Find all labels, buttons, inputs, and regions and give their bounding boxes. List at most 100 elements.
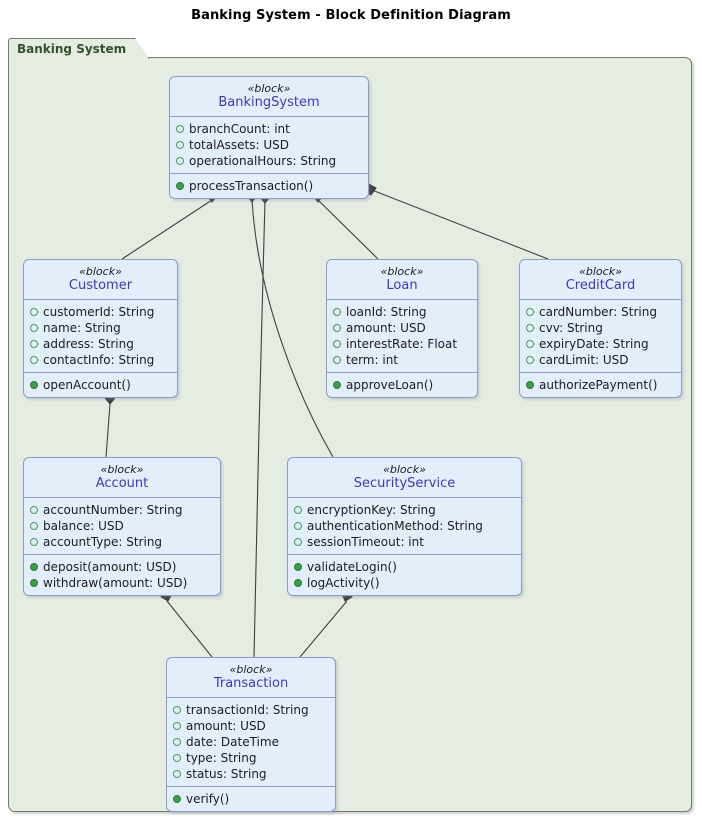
operation-marker-icon: [333, 381, 341, 389]
block-attribute: balance: USD: [30, 518, 214, 534]
attribute-label: interestRate: Float: [346, 337, 458, 351]
block-attributes: cardNumber: String cvv: String expiryDat…: [520, 300, 681, 373]
block-attribute: amount: USD: [333, 320, 471, 336]
block-customer[interactable]: «block» Customer customerId: String name…: [23, 259, 178, 398]
block-stereotype: «block»: [229, 663, 273, 676]
block-header: «block» CreditCard: [520, 260, 681, 300]
block-stereotype: «block»: [380, 265, 424, 278]
block-stereotype: «block»: [579, 265, 622, 278]
attribute-marker-icon: [173, 722, 181, 730]
attribute-label: cardLimit: USD: [539, 353, 629, 367]
attribute-label: customerId: String: [43, 305, 155, 319]
block-attribute: name: String: [30, 320, 171, 336]
operation-label: logActivity(): [307, 576, 380, 590]
attribute-label: authenticationMethod: String: [307, 519, 483, 533]
block-attribute: cardLimit: USD: [526, 352, 675, 368]
attribute-marker-icon: [176, 157, 184, 165]
block-header: «block» Account: [24, 458, 220, 498]
block-name: BankingSystem: [218, 95, 320, 110]
block-header: «block» Customer: [24, 260, 177, 300]
block-transaction[interactable]: «block» Transaction transactionId: Strin…: [166, 657, 336, 812]
attribute-marker-icon: [333, 356, 341, 364]
block-operation: openAccount(): [30, 377, 171, 393]
attribute-marker-icon: [30, 356, 38, 364]
block-attribute: cvv: String: [526, 320, 675, 336]
block-operation: verify(): [173, 791, 329, 807]
block-bankingsystem[interactable]: «block» BankingSystem branchCount: int t…: [169, 76, 369, 199]
operation-marker-icon: [294, 579, 302, 587]
attribute-marker-icon: [176, 141, 184, 149]
attribute-label: totalAssets: USD: [189, 138, 289, 152]
block-operation: processTransaction(): [176, 178, 362, 194]
attribute-label: accountType: String: [43, 535, 163, 549]
block-securityservice[interactable]: «block» SecurityService encryptionKey: S…: [287, 457, 522, 596]
attribute-label: name: String: [43, 321, 121, 335]
block-account[interactable]: «block» Account accountNumber: String ba…: [23, 457, 221, 596]
block-header: «block» SecurityService: [288, 458, 521, 498]
block-attribute: term: int: [333, 352, 471, 368]
attribute-marker-icon: [176, 125, 184, 133]
block-stereotype: «block»: [383, 463, 426, 476]
block-attribute: accountType: String: [30, 534, 214, 550]
attribute-label: transactionId: String: [186, 703, 309, 717]
block-attribute: status: String: [173, 766, 329, 782]
attribute-marker-icon: [526, 340, 534, 348]
attribute-marker-icon: [173, 754, 181, 762]
attribute-marker-icon: [526, 308, 534, 316]
operation-marker-icon: [294, 563, 302, 571]
operation-marker-icon: [30, 563, 38, 571]
attribute-label: term: int: [346, 353, 399, 367]
operation-label: validateLogin(): [307, 560, 397, 574]
attribute-label: date: DateTime: [186, 735, 279, 749]
block-operation: withdraw(amount: USD): [30, 575, 214, 591]
attribute-marker-icon: [173, 770, 181, 778]
block-attributes: encryptionKey: String authenticationMeth…: [288, 498, 521, 555]
attribute-label: cvv: String: [539, 321, 603, 335]
attribute-marker-icon: [30, 522, 38, 530]
package-tab: Banking System: [8, 38, 149, 59]
operation-label: withdraw(amount: USD): [43, 576, 188, 590]
block-operations: verify(): [167, 787, 335, 811]
attribute-marker-icon: [30, 340, 38, 348]
block-attribute: cardNumber: String: [526, 304, 675, 320]
attribute-marker-icon: [526, 356, 534, 364]
block-attribute: totalAssets: USD: [176, 137, 362, 153]
block-attribute: transactionId: String: [173, 702, 329, 718]
block-loan[interactable]: «block» Loan loanId: String amount: USD …: [326, 259, 478, 398]
operation-label: authorizePayment(): [539, 378, 658, 392]
attribute-marker-icon: [333, 340, 341, 348]
block-operations: validateLogin() logActivity(): [288, 555, 521, 595]
block-name: CreditCard: [565, 278, 636, 293]
block-attributes: branchCount: int totalAssets: USD operat…: [170, 117, 368, 174]
block-attribute: date: DateTime: [173, 734, 329, 750]
block-stereotype: «block»: [100, 463, 144, 476]
block-operation: deposit(amount: USD): [30, 559, 214, 575]
attribute-marker-icon: [173, 706, 181, 714]
block-name: SecurityService: [353, 476, 456, 491]
attribute-marker-icon: [294, 538, 302, 546]
page-title: Banking System - Block Definition Diagra…: [191, 8, 511, 23]
attribute-marker-icon: [30, 324, 38, 332]
attribute-marker-icon: [294, 522, 302, 530]
block-attribute: interestRate: Float: [333, 336, 471, 352]
attribute-label: address: String: [43, 337, 134, 351]
block-attribute: contactInfo: String: [30, 352, 171, 368]
attribute-marker-icon: [333, 324, 341, 332]
attribute-marker-icon: [526, 324, 534, 332]
block-attribute: amount: USD: [173, 718, 329, 734]
block-operations: deposit(amount: USD) withdraw(amount: US…: [24, 555, 220, 595]
block-attribute: customerId: String: [30, 304, 171, 320]
block-header: «block» Transaction: [167, 658, 335, 698]
operation-label: deposit(amount: USD): [43, 560, 177, 574]
block-attribute: type: String: [173, 750, 329, 766]
attribute-marker-icon: [30, 506, 38, 514]
block-creditcard[interactable]: «block» CreditCard cardNumber: String cv…: [519, 259, 682, 398]
block-stereotype: «block»: [247, 82, 291, 95]
attribute-label: sessionTimeout: int: [307, 535, 424, 549]
block-attribute: authenticationMethod: String: [294, 518, 515, 534]
block-name: Customer: [68, 278, 133, 293]
attribute-label: balance: USD: [43, 519, 124, 533]
operation-marker-icon: [173, 795, 181, 803]
block-operation: approveLoan(): [333, 377, 471, 393]
operation-marker-icon: [526, 381, 534, 389]
